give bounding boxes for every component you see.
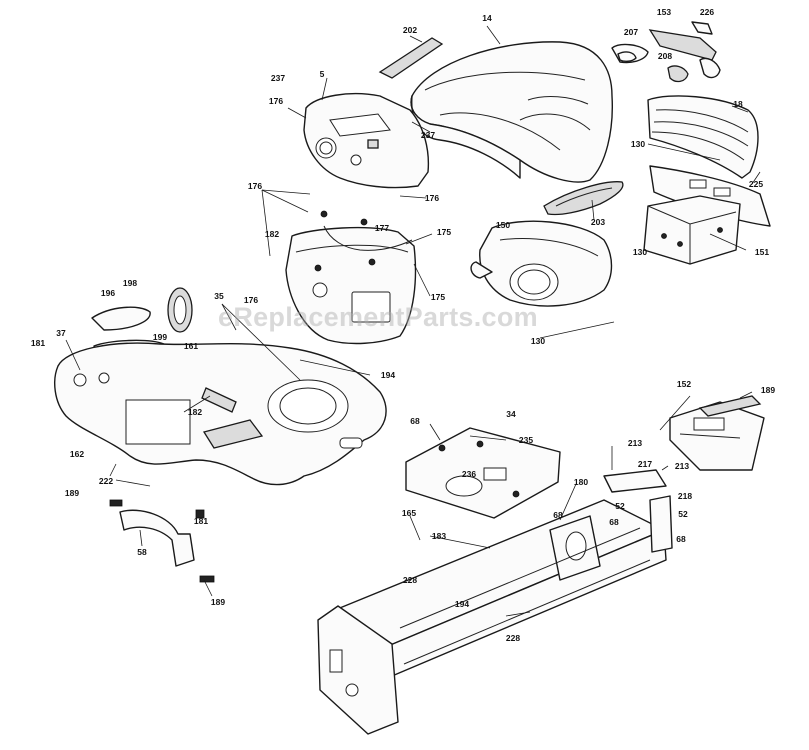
callout-226: 226 [699,7,715,17]
callout-52-a: 52 [615,501,625,511]
callout-180: 180 [573,477,589,487]
callout-213-b: 213 [674,461,690,471]
bracket-part [643,195,741,265]
callout-153: 153 [656,7,672,17]
callout-150: 150 [495,220,511,230]
callout-208: 208 [657,51,673,61]
battery-tray-part [669,395,765,471]
callout-176-a: 176 [268,96,284,106]
headlight-parts [378,21,721,83]
callout-5: 5 [319,69,325,79]
callout-236: 236 [461,469,477,479]
callout-175-a: 175 [436,227,452,237]
callout-130-c: 130 [530,336,546,346]
callout-225: 225 [748,179,764,189]
callout-218: 218 [677,491,693,501]
callout-183: 183 [431,531,447,541]
fender-part [54,342,387,486]
callout-68-d: 68 [553,510,563,520]
callout-222: 222 [98,476,114,486]
callout-189-a: 189 [760,385,776,395]
console-part [285,210,417,345]
callout-217: 217 [637,459,653,469]
hood-part [410,41,614,183]
callout-207: 207 [623,27,639,37]
callout-68-a: 68 [410,416,420,426]
callout-175-b: 175 [430,292,446,302]
side-bracket-part [603,469,673,553]
watermark-text: eReplacementParts.com [218,302,538,332]
callout-130-b: 130 [632,247,648,257]
callout-194-a: 194 [380,370,396,380]
callout-151: 151 [754,247,770,257]
callout-181-b: 181 [193,516,209,526]
callout-152: 152 [676,379,692,389]
callout-52-b: 52 [678,509,688,519]
handle-part [543,181,624,216]
callout-130-a: 130 [630,139,646,149]
leader-lines [65,25,761,617]
callout-237-b: 237 [420,130,436,140]
callout-182-b: 182 [187,407,203,417]
callout-161: 161 [183,341,199,351]
frame-part [317,499,667,735]
mounting-plate-part [405,427,561,519]
callout-237-top: 237 [270,73,286,83]
callout-189-c: 189 [210,597,226,607]
callout-199: 199 [152,332,168,342]
callout-68-b: 68 [609,517,619,527]
callout-176-c: 176 [424,193,440,203]
callout-58: 58 [137,547,147,557]
callout-35: 35 [214,291,224,301]
callout-213-a: 213 [627,438,643,448]
callout-198: 198 [122,278,138,288]
support-bracket-part [109,499,215,583]
callout-14: 14 [482,13,492,23]
callout-235: 235 [518,435,534,445]
callout-162: 162 [69,449,85,459]
callout-203: 203 [590,217,606,227]
callout-68-c: 68 [676,534,686,544]
callout-18: 18 [733,99,743,109]
callout-37: 37 [56,328,66,338]
callout-165: 165 [401,508,417,518]
callout-196: 196 [100,288,116,298]
callout-228-a: 228 [402,575,418,585]
callout-176-b: 176 [247,181,263,191]
callout-177: 177 [374,223,390,233]
callout-189-b: 189 [64,488,80,498]
callout-176-d: 176 [243,295,259,305]
callout-182: 182 [264,229,280,239]
callout-34: 34 [506,409,516,419]
fuel-shroud-part [470,220,613,307]
callout-181-a: 181 [30,338,46,348]
callout-194-b: 194 [454,599,470,609]
dash-panel-part [303,93,430,189]
callout-228-b: 228 [505,633,521,643]
callout-202: 202 [402,25,418,35]
